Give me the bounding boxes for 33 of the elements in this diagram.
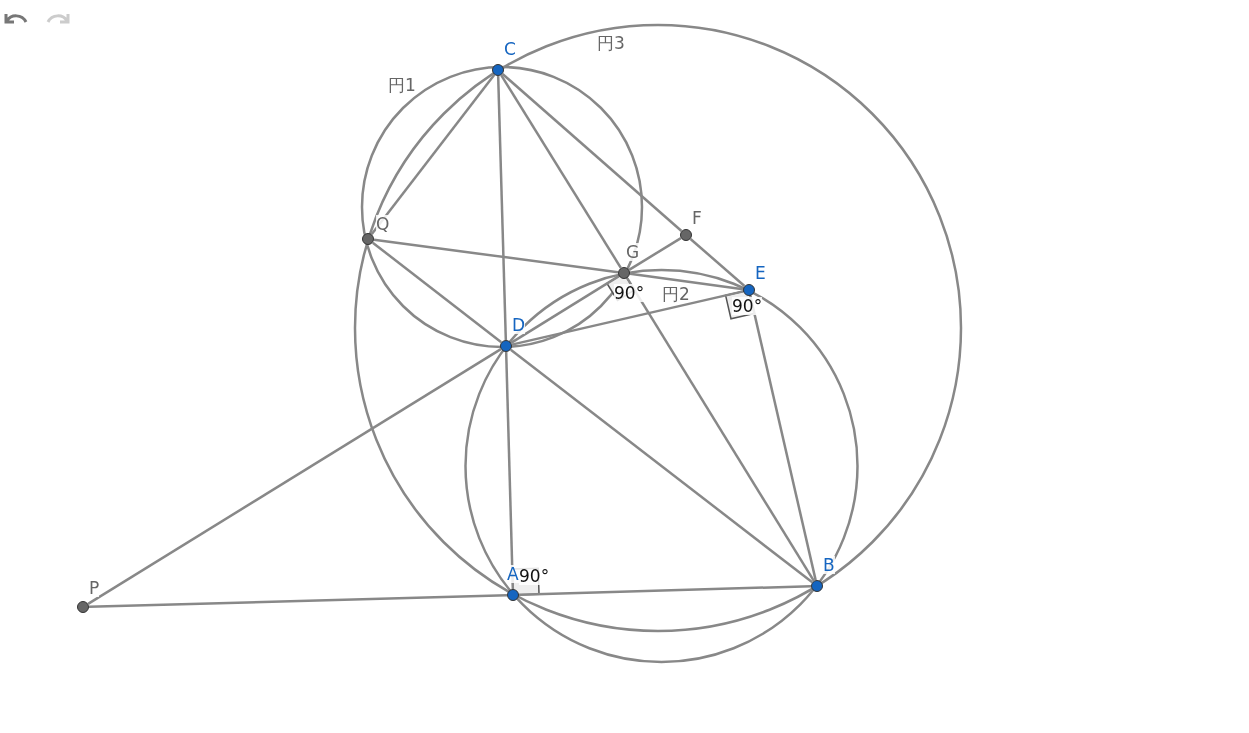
point-label: A: [507, 565, 519, 583]
line-segment: [629, 272, 744, 291]
line-segment: [511, 290, 744, 346]
circle-label: 円2: [662, 285, 690, 303]
line-segment: [496, 75, 508, 341]
line-segment: [518, 584, 812, 597]
line-segment: [370, 74, 496, 235]
line-segment: [510, 275, 620, 344]
line-segment: [501, 73, 683, 232]
point-label: C: [504, 40, 516, 58]
line-segment: [371, 241, 503, 344]
line-segment: [373, 238, 619, 274]
circle-label: 円3: [597, 34, 625, 52]
angle-label: 90°: [732, 297, 763, 315]
line-segment: [504, 351, 515, 590]
line-segment: [749, 295, 817, 581]
line-segment: [510, 348, 813, 584]
angle-label: 90°: [519, 567, 550, 585]
line-segment: [88, 593, 508, 609]
circle-label: 円1: [388, 76, 416, 94]
line-segment: [628, 237, 682, 271]
point-label: P: [89, 579, 100, 597]
line-segment: [87, 348, 502, 605]
line-segment: [626, 277, 815, 582]
point-label: B: [823, 556, 835, 574]
point-label: E: [755, 264, 766, 282]
point-label: F: [692, 209, 702, 227]
line-segment: [500, 74, 622, 269]
point-label: G: [626, 243, 640, 261]
point-label: D: [512, 316, 526, 334]
angle-label: 90°: [614, 284, 645, 302]
point-label: Q: [376, 215, 390, 233]
line-segment: [689, 238, 746, 287]
